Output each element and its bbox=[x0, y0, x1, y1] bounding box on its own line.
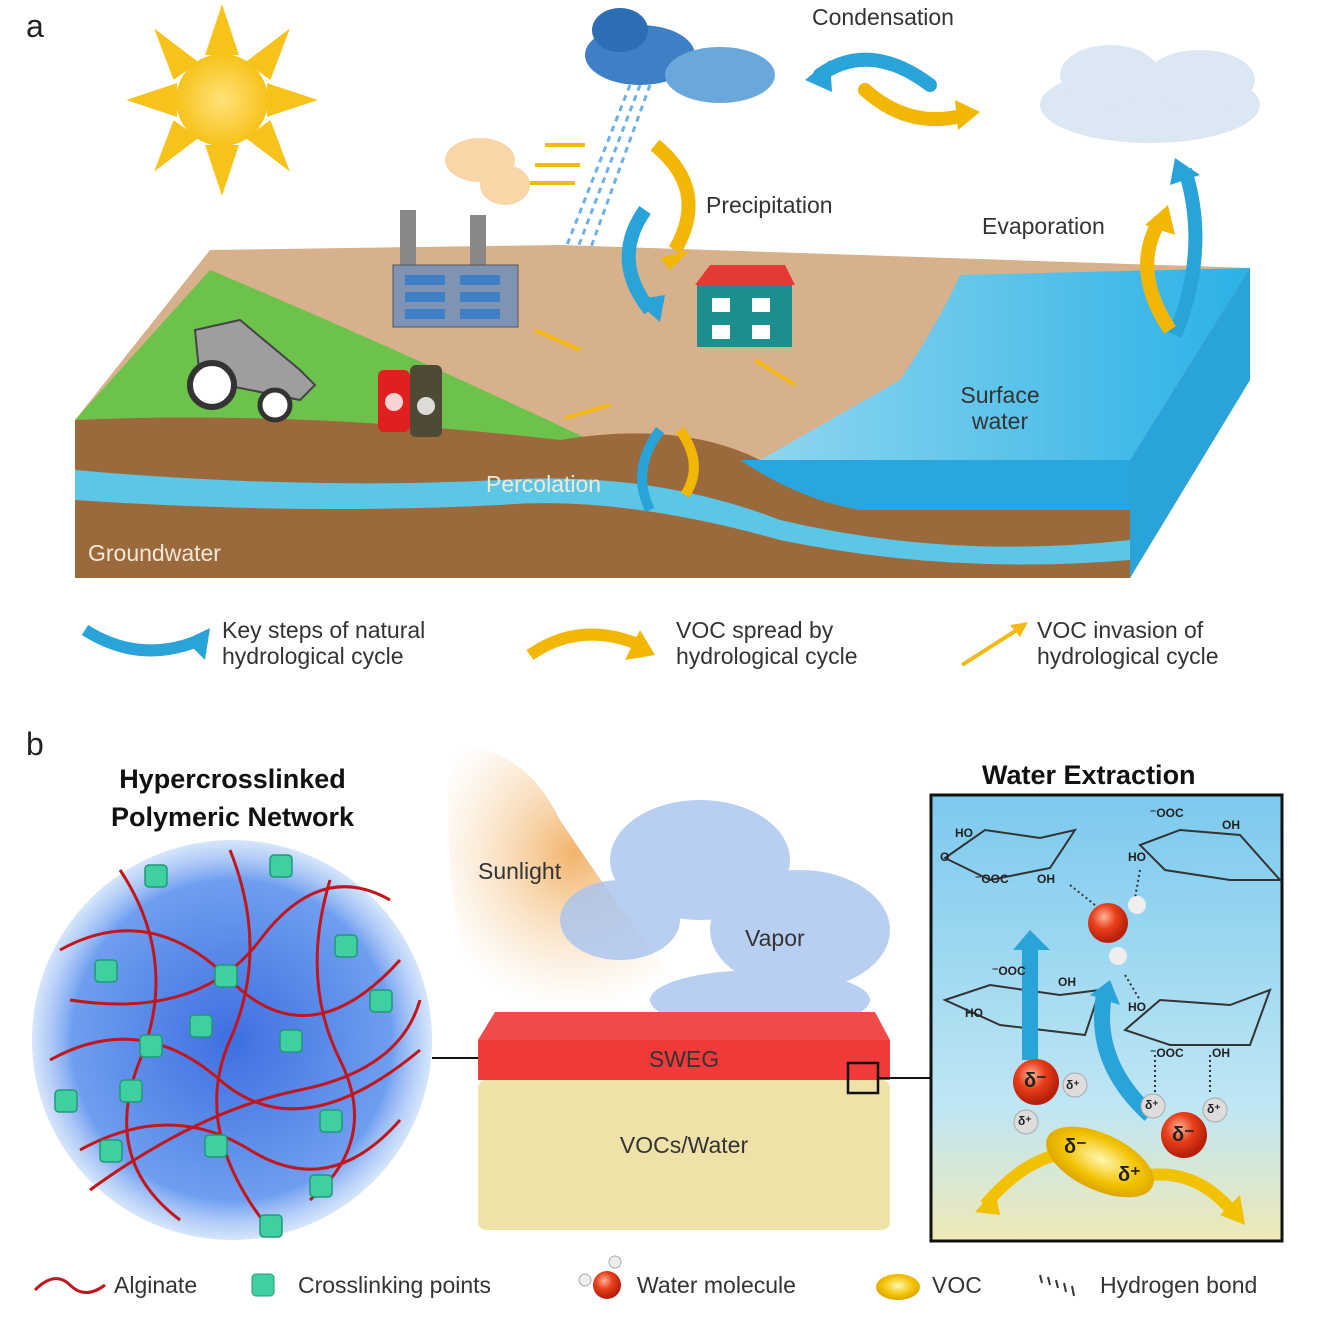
legend-line: VOC spread by bbox=[676, 617, 834, 643]
percolation-arrows bbox=[637, 427, 699, 513]
chem-oh: OH bbox=[1222, 818, 1240, 832]
delta-minus: δ⁻ bbox=[1024, 1070, 1047, 1092]
sun-icon bbox=[126, 4, 318, 196]
chem-ooc: ⁻OOC bbox=[1150, 1046, 1184, 1060]
label-evaporation: Evaporation bbox=[982, 213, 1105, 239]
groundwater-stream bbox=[75, 470, 1130, 565]
legend-line: VOC invasion of bbox=[1037, 617, 1204, 643]
chem-ooc: ⁻OOC bbox=[992, 964, 1026, 978]
chem-o: O bbox=[940, 850, 950, 864]
legend-line: Key steps of natural bbox=[222, 617, 426, 643]
precipitation-arrows bbox=[621, 139, 696, 322]
panel-label-b: b bbox=[26, 726, 44, 762]
lake-bottom bbox=[740, 460, 1130, 510]
chem-oh: OH bbox=[1037, 872, 1055, 886]
delta-minus: δ⁻ bbox=[1172, 1124, 1195, 1146]
legend-a-icons bbox=[81, 622, 1028, 667]
legend-line: hydrological cycle bbox=[1037, 643, 1219, 670]
sweg-device bbox=[478, 1012, 890, 1230]
delta-plus: δ⁺ bbox=[1066, 1078, 1080, 1092]
water-side bbox=[1130, 268, 1250, 578]
surface-water-line-2: water bbox=[971, 408, 1029, 435]
delta-plus: δ⁺ bbox=[1207, 1102, 1221, 1116]
tractor-icon bbox=[187, 318, 317, 423]
surface-water bbox=[760, 268, 1250, 460]
pollution-smoke bbox=[445, 138, 530, 205]
surface-water-line-1: Surface bbox=[960, 382, 1040, 408]
legend-water-molecule: Water molecule bbox=[637, 1272, 796, 1298]
legend-alginate: Alginate bbox=[114, 1272, 198, 1298]
legend-crosslinking-points: Crosslinking points bbox=[298, 1272, 492, 1298]
title-line: Polymeric Network bbox=[110, 802, 355, 832]
delta-plus: δ⁺ bbox=[1018, 1114, 1032, 1128]
delta-minus: δ⁻ bbox=[1064, 1136, 1087, 1158]
legend-voc: VOC bbox=[932, 1272, 982, 1298]
label-percolation: Percolation bbox=[486, 471, 602, 497]
legend-hydrogen-bond: Hydrogen bond bbox=[1100, 1272, 1258, 1298]
title-line: Hypercrosslinked bbox=[119, 764, 346, 794]
label-sunlight: Sunlight bbox=[478, 858, 562, 884]
hydrogen-bond-icon bbox=[1039, 1274, 1075, 1297]
voc-invasion-arrows bbox=[530, 143, 585, 185]
polymer-network-sphere bbox=[32, 840, 432, 1240]
label-vocs-water: VOCs/Water bbox=[619, 1132, 749, 1158]
delta-plus: δ⁺ bbox=[1145, 1098, 1159, 1112]
extraction-title: Water Extraction bbox=[982, 760, 1196, 790]
panel-label-a: a bbox=[26, 8, 44, 44]
label-condensation: Condensation bbox=[812, 4, 954, 30]
label-sweg: SWEG bbox=[648, 1046, 720, 1072]
label-groundwater: Groundwater bbox=[88, 540, 221, 566]
chem-ho: HO bbox=[965, 1006, 983, 1020]
label-precipitation: Precipitation bbox=[706, 192, 833, 218]
legend-b-icons bbox=[33, 1255, 1075, 1300]
chem-oh: OH bbox=[1058, 975, 1076, 989]
voc-icon bbox=[876, 1274, 920, 1300]
alginate-icon bbox=[33, 1277, 106, 1294]
chem-oh: OH bbox=[1212, 1046, 1230, 1060]
water-extraction-box bbox=[929, 793, 1284, 1243]
factory-icon bbox=[392, 210, 519, 328]
chemical-bottles-icon bbox=[378, 365, 442, 437]
chem-ho: HO bbox=[1128, 1000, 1146, 1014]
voc-flow-arrows bbox=[534, 328, 797, 420]
delta-plus: δ⁺ bbox=[1118, 1164, 1141, 1186]
legend-line: hydrological cycle bbox=[676, 643, 858, 670]
condensation-arrows bbox=[805, 52, 980, 130]
house-icon bbox=[695, 265, 795, 347]
vapor-cloud bbox=[560, 800, 890, 1030]
crosslink-icon bbox=[251, 1273, 275, 1297]
chem-ooc: ⁻OOC bbox=[975, 872, 1009, 886]
label-vapor: Vapor bbox=[745, 925, 805, 951]
legend-line: hydrological cycle bbox=[222, 643, 404, 670]
chem-ho: HO bbox=[955, 826, 973, 840]
white-cloud-icon bbox=[1040, 45, 1260, 143]
chem-ho: HO bbox=[1128, 850, 1146, 864]
water-molecule-icon bbox=[578, 1255, 622, 1299]
evaporation-arrows bbox=[1140, 158, 1203, 338]
rain-cloud-icon bbox=[563, 8, 775, 251]
chem-ooc: ⁻OOC bbox=[1150, 806, 1184, 820]
